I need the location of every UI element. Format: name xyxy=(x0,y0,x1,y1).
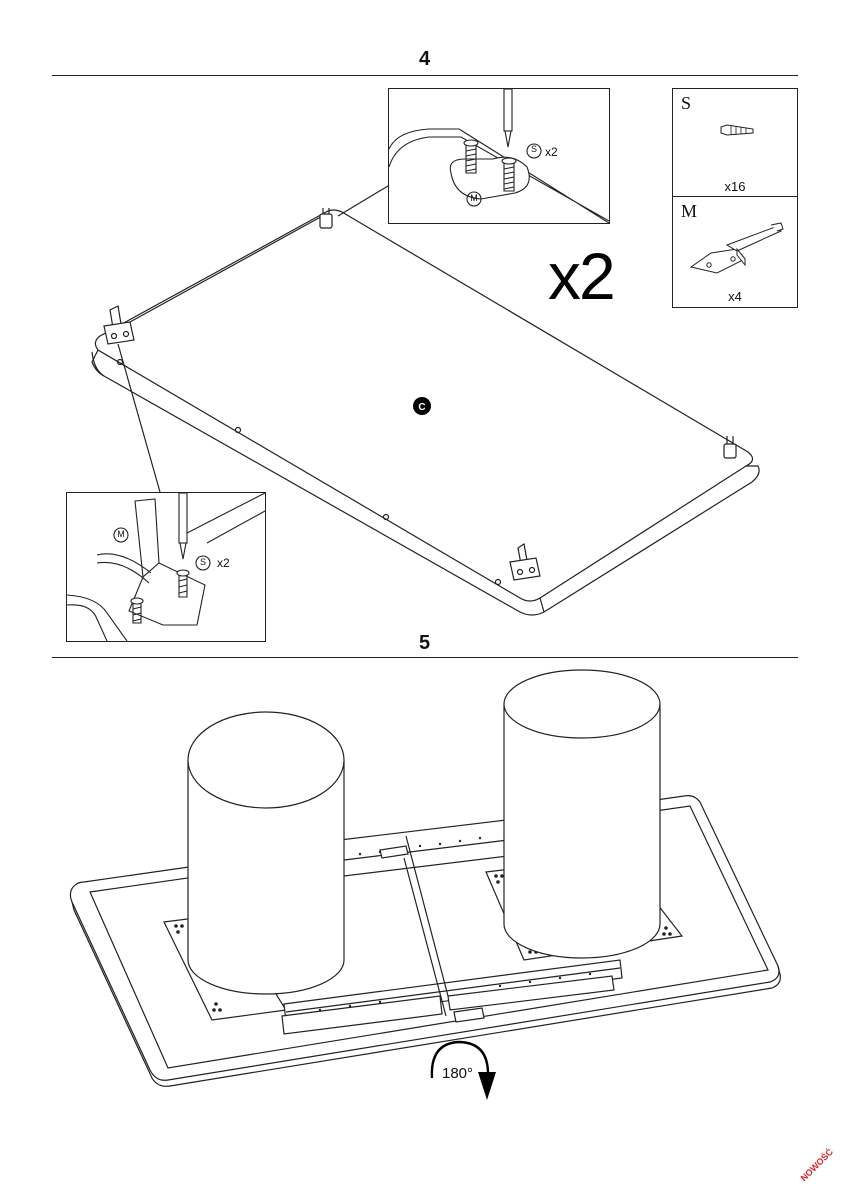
inset-bottom-label-m: M xyxy=(117,529,125,539)
part-m-letter: M xyxy=(681,201,698,221)
screw-icon xyxy=(720,124,754,136)
step-4-multiplier: x2 xyxy=(548,239,616,313)
inset-bottom-detail: M S x2 xyxy=(66,492,266,642)
step-5-divider xyxy=(52,657,798,658)
inset-top-detail: S x2 M xyxy=(388,88,610,224)
bracket-icon xyxy=(689,222,784,274)
step-4-panel-drawing: C xyxy=(91,185,760,616)
panel-label: C xyxy=(418,402,425,413)
new-badge: NOWOŚĆ xyxy=(798,1146,835,1184)
inset-top-label-m: M xyxy=(470,193,478,203)
part-m-box: M x4 xyxy=(672,196,798,308)
inset-top-qty: x2 xyxy=(545,145,558,159)
part-s-qty: x16 xyxy=(724,179,746,194)
inset-bottom-qty: x2 xyxy=(217,556,230,570)
part-s-letter: S xyxy=(681,93,692,113)
inset-bottom-drawing xyxy=(67,493,265,641)
step-5-drawing xyxy=(69,669,781,1100)
inset-top-label-s: S xyxy=(530,144,537,154)
rotation-label: 180° xyxy=(442,1065,474,1082)
inset-top-drawing xyxy=(389,89,609,223)
step-5-number: 5 xyxy=(419,632,431,654)
part-m-qty: x4 xyxy=(728,289,742,304)
step-4-number: 4 xyxy=(419,48,431,70)
step-4-divider xyxy=(52,75,798,76)
inset-bottom-label-s: S xyxy=(199,557,206,567)
part-s-box: S x16 xyxy=(672,88,798,198)
